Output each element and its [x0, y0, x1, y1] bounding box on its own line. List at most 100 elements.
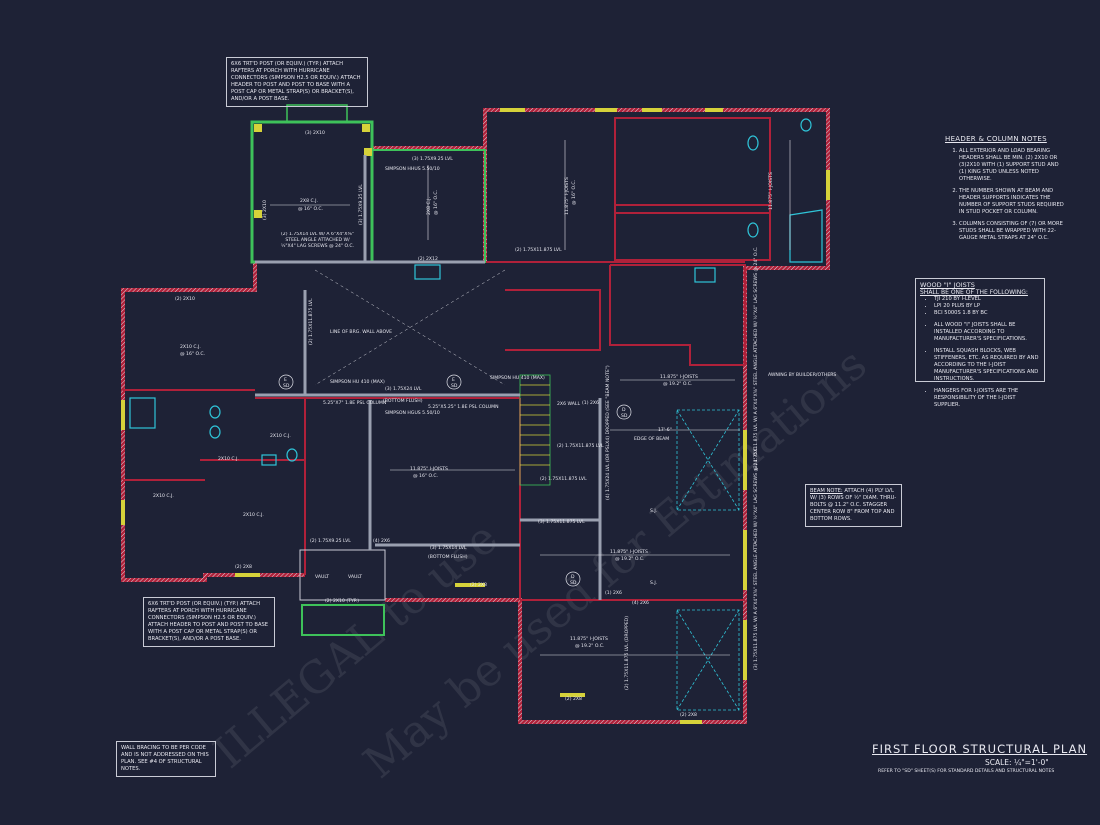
label-joists-garage-oc-1: @ 19.2" O.C.: [615, 556, 644, 562]
label-joists-upper-left: 11.875" I-JOISTS: [564, 177, 570, 215]
header-column-notes: HEADER & COLUMN NOTES ALL EXTERIOR AND L…: [945, 136, 1065, 247]
label-header-2x8-3: (2) 2x8: [565, 696, 582, 702]
detail-marker-d-2: D: [571, 574, 575, 580]
label-simpson-hgus: SIMPSON HGUS 5.50/10: [385, 410, 440, 416]
label-lvl-porch: (2) 1.75x9.25 LVL: [310, 538, 351, 544]
detail-marker-e-2: E: [452, 377, 455, 383]
label-left-cj-2: 2x10 C.J.: [218, 456, 239, 462]
label-header-4x6: (4) 2x6: [373, 538, 390, 544]
label-porch-cj-oc: @ 16" O.C.: [298, 206, 323, 212]
label-garage-lvl: (3) 1.75x11.875 LVL: [538, 519, 585, 525]
porch-note-bottom: 6x6 TRT'D POST (OR EQUIV.) (TYP.) ATTACH…: [143, 597, 275, 647]
detail-marker-d: D: [622, 407, 626, 413]
label-joists-oc: @ 16" O.C.: [571, 180, 577, 205]
label-header-2x8-1: (2) 2x8: [235, 564, 252, 570]
label-room-cj: 2x8 C.J.: [426, 197, 432, 215]
joist-note-6: HANGERS FOR I-JOISTS ARE THE RESPONSIBIL…: [934, 388, 1040, 409]
header-note-2: THE NUMBER SHOWN AT BEAM AND HEADER SUPP…: [959, 188, 1065, 216]
detail-sheet-d: SD: [621, 413, 628, 419]
label-vault-2: VAULT: [348, 574, 362, 580]
label-lvl-top: (3) 1.75x9.25 LVL: [412, 156, 453, 162]
detail-marker-e: E: [284, 377, 287, 383]
beam-note: BEAM NOTE: ATTACH (4) PLY LVL W/ (3) ROW…: [805, 484, 902, 527]
joist-note-5: INSTALL SQUASH BLOCKS, WEB STIFFENERS, E…: [934, 348, 1040, 383]
label-garage-door-header-2: (3) 1.75x11.875 LVL w/ A 6"x4"x⅜" STEEL …: [752, 447, 759, 671]
label-joists-garage-1: 11.875" I-JOISTS: [610, 549, 648, 555]
label-garage-dim: 17'-6": [658, 427, 672, 433]
joist-note-1: TJI 210 BY I-LEVEL: [934, 296, 1040, 303]
garage-doors: [676, 409, 740, 711]
wall-bracing-note: WALL BRACING TO BE PER CODE AND IS NOT A…: [116, 741, 216, 777]
label-porch-header-bottom: (2) 2x10 (TYP.): [325, 598, 359, 604]
diagonal-ceiling-lines: [314, 269, 506, 386]
header-notes-title: HEADER & COLUMN NOTES: [945, 135, 1047, 143]
label-awning: AWNING BY BUILDER/OTHERS: [768, 372, 836, 378]
plan-labels: (3) 2x10 (3) 2x10 2x8 C.J. @ 16" O.C. (3…: [153, 130, 836, 718]
label-header-4-2x6: (4) 2x6: [632, 600, 649, 606]
joist-notes-title: WOOD "I" JOISTS: [920, 281, 975, 289]
label-bottom-flush: (BOTTOM FLUSH): [383, 398, 423, 404]
label-center-joists-oc: @ 16" O.C.: [413, 473, 438, 479]
label-simpson-hhus: SIMPSON HHUS 5.50/10: [385, 166, 440, 172]
label-joists-upper-right: 11.875" I-JOISTS: [768, 172, 774, 210]
label-lvl-door: (2) 1.75x11.875 LVL: [515, 247, 562, 253]
label-post-2x6-2: (1) 2x6: [605, 590, 622, 596]
label-left-cj-1: 2x10 C.J.: [180, 344, 201, 350]
joist-notes-subtitle: SHALL BE ONE OF THE FOLLOWING:: [920, 289, 1028, 296]
windows: [121, 108, 830, 724]
label-header-2x12: (2) 2x12: [418, 256, 438, 262]
label-sj-1: S.J.: [650, 508, 657, 514]
label-left-cj-3: 2x10 C.J.: [153, 493, 174, 499]
label-joists-kitchen-oc: @ 19.2" O.C.: [663, 381, 692, 387]
label-header-2x8-2: (2) 2x8: [470, 582, 487, 588]
label-stair-lvl: (2) 1.75x11.875 LVL: [557, 443, 604, 449]
beam-note-label: BEAM NOTE:: [810, 488, 843, 494]
label-left-header: (2) 2x10: [175, 296, 195, 302]
label-simpson-hu410: SIMPSON HU 410 (MAX): [330, 379, 385, 385]
label-center-bottom-flush: (BOTTOM FLUSH): [428, 554, 468, 560]
stairs: [519, 374, 551, 486]
label-line-bearing: LINE OF BRG. WALL ABOVE: [330, 329, 392, 335]
label-psl-column-1: 5.25"x7" 1.8E PSL COLUMN: [323, 400, 386, 406]
label-joists-garage-oc-2: @ 19.2" O.C.: [575, 643, 604, 649]
label-wall-2x6: 2x6 WALL: [557, 401, 580, 407]
label-porch-cj: 2x8 C.J.: [300, 198, 318, 204]
label-room-cj-oc: @ 16" O.C.: [433, 190, 439, 215]
label-header-2x8-4: (2) 2x8: [680, 712, 697, 718]
label-edge-of-beam: EDGE OF BEAM: [634, 436, 669, 442]
refer-note: REFER TO "SD" SHEET(S) FOR STANDARD DETA…: [878, 769, 1055, 774]
label-porch-side: (3) 2x10: [262, 200, 268, 220]
label-header-dropped: (2) 1.75x11.875 LVL (DROPPED): [624, 616, 630, 690]
label-left-cj-4: 2x10 C.J.: [243, 512, 264, 518]
header-note-1: ALL EXTERIOR AND LOAD BEARING HEADERS SH…: [959, 148, 1065, 183]
detail-sheet-e: SD: [283, 383, 290, 389]
beam-note-text: ATTACH (4) PLY LVL W/ (3) ROWS OF ½" DIA…: [810, 488, 897, 522]
label-garage-door-header-1: (3) 1.75x11.875 LVL w/ A 6"x4"x⅜" STEEL …: [752, 247, 759, 471]
joist-note-3: BCI 5000s 1.8 BY BC: [934, 310, 1040, 317]
dimension-lines: [270, 140, 791, 656]
label-psl-column-2: 5.25"x5.25" 1.8E PSL COLUMN: [428, 404, 499, 410]
label-porch-lvl: (3) 1.75x9.25 LVL: [358, 184, 364, 225]
label-left-cj-oc-1: @ 16" O.C.: [180, 351, 205, 357]
label-porch-header: (3) 2x10: [305, 130, 325, 136]
label-center-joists: 11.875" I-JOISTS: [410, 466, 448, 472]
label-vault-1: VAULT: [315, 574, 329, 580]
label-joists-kitchen: 11.875" I-JOISTS: [660, 374, 698, 380]
label-sj-2: S.J.: [650, 580, 657, 586]
porch-note-top: 6x6 TRT'D POST (OR EQUIV.) (TYP.) ATTACH…: [226, 57, 368, 107]
label-2x10-cj: 2x10 C.J.: [270, 433, 291, 439]
label-stair-lvl-2: (2) 1.75x11.875 LVL: [540, 476, 587, 482]
front-porch: [299, 549, 386, 636]
joist-note-4: ALL WOOD "I" JOISTS SHALL BE INSTALLED A…: [934, 322, 1040, 343]
wood-i-joists-notes: WOOD "I" JOISTS SHALL BE ONE OF THE FOLL…: [915, 278, 1045, 408]
header-note-3: COLUMNS CONSISTING OF (7) OR MORE STUDS …: [959, 221, 1065, 242]
label-steel-angle: (2) 1.75x14 LVL w/ A 6"x4"x⅜" STEEL ANGL…: [280, 232, 355, 249]
label-lvl-kitchen: (3) 1.75x24 LVL: [385, 386, 422, 392]
label-simpson-hu410-2: SIMPSON HU 410 (MAX): [490, 375, 545, 381]
drawing-title: FIRST FLOOR STRUCTURAL PLAN: [872, 742, 1088, 756]
drawing-scale: SCALE: ¼"=1'-0": [985, 758, 1049, 767]
label-joists-garage-2: 11.875" I-JOISTS: [570, 636, 608, 642]
label-post-2x6: (1) 2x6: [582, 400, 599, 406]
